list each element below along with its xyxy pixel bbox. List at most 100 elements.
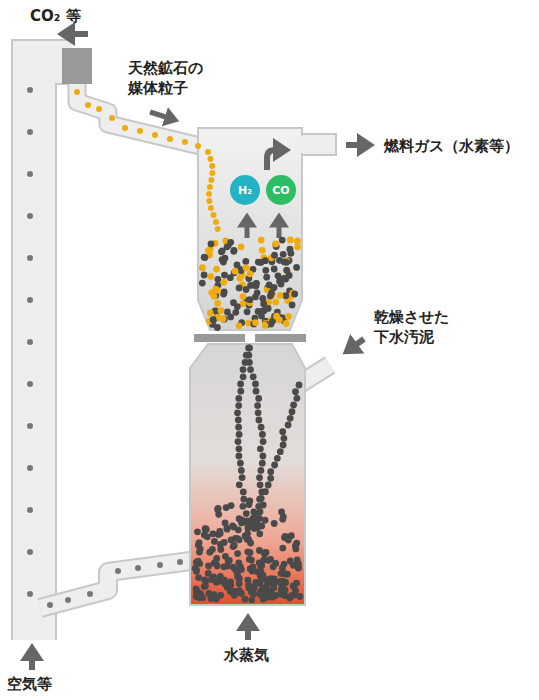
- particle: [287, 237, 294, 244]
- particle: [217, 592, 224, 599]
- particle: [243, 510, 250, 517]
- particle: [279, 545, 286, 552]
- particle: [247, 270, 254, 277]
- particle: [236, 587, 243, 594]
- label: 水蒸気: [224, 645, 269, 665]
- particle: [195, 143, 201, 149]
- particle: [211, 212, 217, 218]
- particle: [235, 560, 242, 567]
- outlet-joint: [297, 136, 305, 153]
- particle: [210, 530, 217, 537]
- particle: [182, 139, 188, 145]
- particle: [201, 577, 208, 584]
- particle: [243, 286, 250, 293]
- flow-arrow: [66, 31, 88, 37]
- particle: [279, 516, 286, 523]
- flow-arrow: [245, 220, 250, 238]
- particle: [272, 299, 279, 306]
- particle: [262, 517, 269, 524]
- particle: [295, 561, 302, 568]
- particle: [247, 296, 254, 303]
- particle: [214, 300, 221, 307]
- particle: [246, 556, 253, 563]
- flow-arrow: [245, 622, 251, 640]
- particle: [235, 395, 242, 402]
- particle: [201, 254, 208, 261]
- particle: [271, 520, 278, 527]
- particle: [287, 415, 294, 422]
- particle: [235, 424, 242, 431]
- particle: [257, 445, 264, 452]
- particle: [199, 264, 206, 271]
- particle: [236, 445, 243, 452]
- particle: [27, 213, 33, 219]
- particle: [236, 580, 243, 587]
- particle: [65, 597, 71, 603]
- particle: [246, 359, 253, 366]
- particle: [27, 87, 33, 93]
- particle: [262, 322, 269, 329]
- label: CO₂ 等: [30, 6, 81, 26]
- particle: [27, 297, 33, 303]
- particle: [199, 280, 206, 287]
- particle: [228, 502, 235, 509]
- particle: [226, 557, 233, 564]
- particle: [255, 409, 262, 416]
- particle: [208, 594, 215, 601]
- particle: [282, 533, 289, 540]
- particle: [206, 198, 212, 204]
- particle: [206, 191, 212, 197]
- particle: [292, 587, 299, 594]
- particle: [245, 345, 252, 352]
- particle: [152, 132, 158, 138]
- particle: [195, 558, 202, 565]
- particle: [167, 136, 173, 142]
- particle: [242, 258, 249, 265]
- particle: [240, 373, 247, 380]
- particle: [294, 238, 301, 245]
- particle: [260, 438, 267, 445]
- particle: [246, 345, 253, 352]
- particle: [234, 409, 241, 416]
- particle: [293, 580, 300, 587]
- particle: [27, 381, 33, 387]
- particle: [286, 595, 293, 602]
- particle: [205, 247, 212, 254]
- pipe: [40, 560, 198, 608]
- particle: [254, 402, 261, 409]
- particle: [291, 291, 298, 298]
- particle: [135, 565, 141, 571]
- particle: [224, 243, 231, 250]
- particle: [278, 509, 285, 516]
- particle: [253, 388, 260, 395]
- particle: [267, 468, 274, 475]
- particle: [272, 241, 279, 248]
- particle: [252, 514, 259, 521]
- particle: [244, 308, 251, 315]
- particle: [296, 382, 303, 389]
- gasifier: [190, 344, 305, 605]
- particle: [274, 455, 281, 462]
- particle: [256, 530, 263, 537]
- particle: [236, 515, 243, 522]
- particle: [232, 309, 239, 316]
- gas-circle: CO: [266, 175, 296, 205]
- particle: [201, 272, 208, 279]
- particle: [240, 489, 247, 496]
- particle: [234, 535, 241, 542]
- flow-arrow: [267, 150, 282, 170]
- particle: [207, 273, 214, 280]
- particle: [194, 528, 201, 535]
- particle: [237, 460, 244, 467]
- particle: [220, 279, 227, 286]
- particle: [258, 424, 265, 431]
- particle: [235, 402, 242, 409]
- particle: [47, 602, 53, 608]
- particle: [292, 543, 299, 550]
- particle: [277, 292, 284, 299]
- particle: [210, 316, 217, 323]
- particle: [256, 547, 263, 554]
- particle: [221, 272, 228, 279]
- distributor-plate: [194, 334, 306, 342]
- particle: [252, 381, 259, 388]
